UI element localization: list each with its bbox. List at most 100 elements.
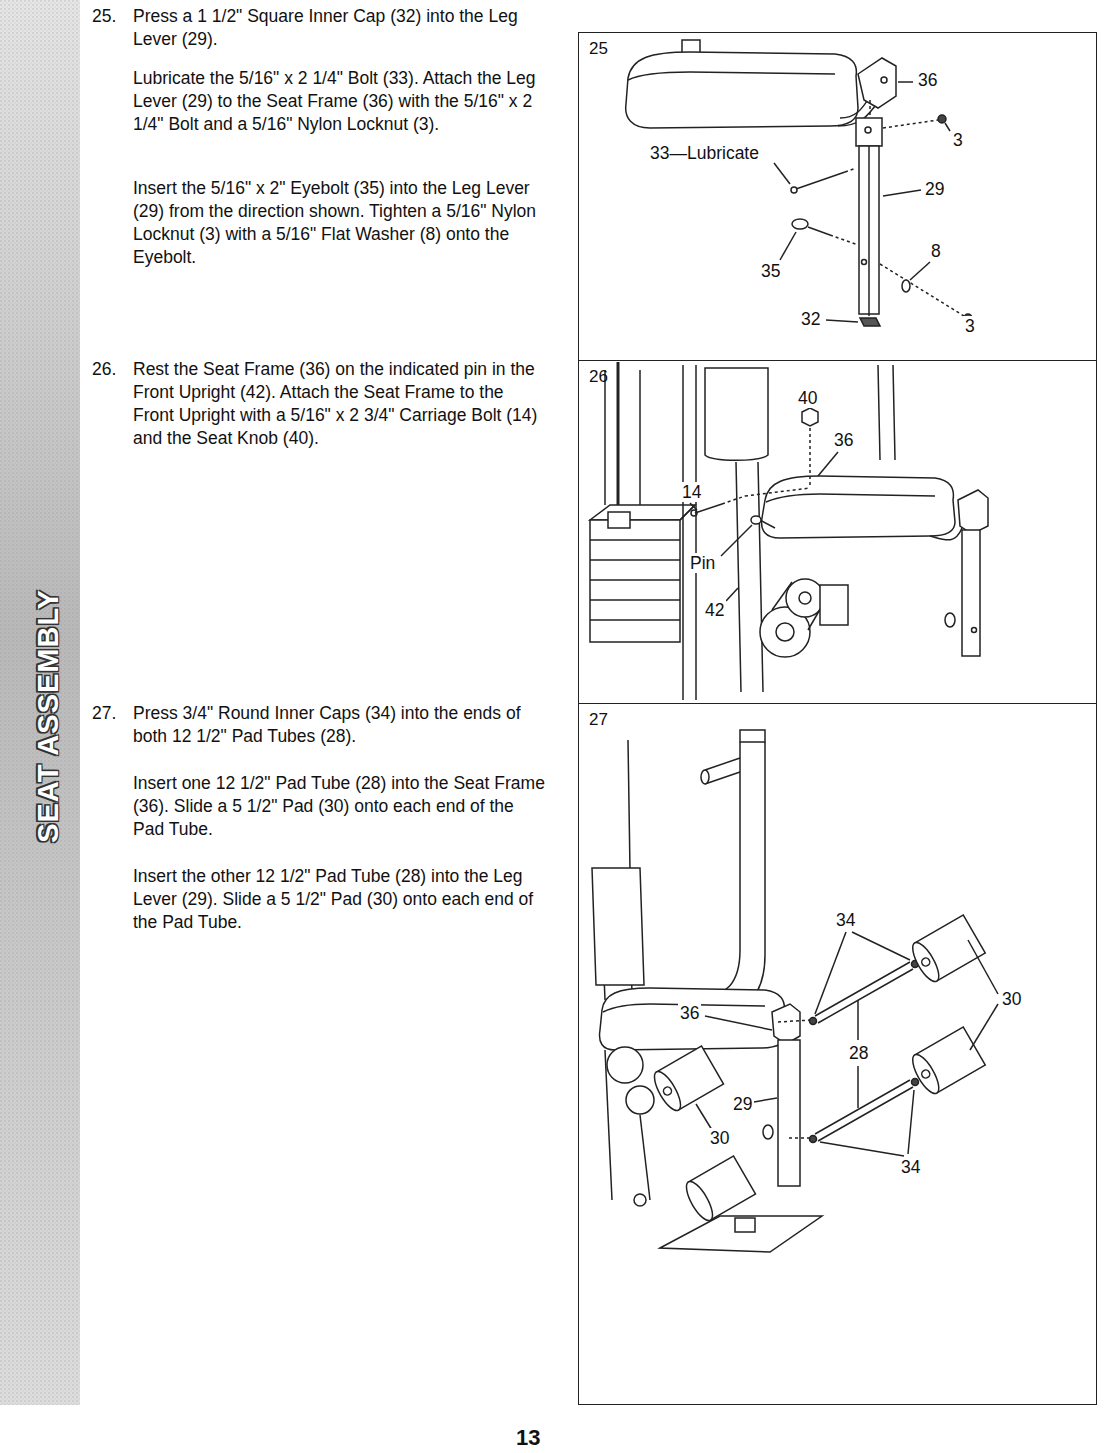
line-art bbox=[958, 490, 988, 534]
line-art bbox=[607, 1047, 643, 1083]
line-art bbox=[791, 187, 797, 193]
line-art bbox=[820, 585, 848, 625]
line-art bbox=[766, 494, 935, 502]
step-number: 25. bbox=[92, 5, 132, 28]
line-art bbox=[608, 512, 630, 528]
line-art bbox=[809, 428, 811, 488]
line-art bbox=[705, 368, 768, 460]
callout-number: 34 bbox=[899, 1157, 922, 1177]
side-tab bbox=[0, 0, 80, 1405]
line-art bbox=[881, 77, 887, 83]
line-art bbox=[705, 1016, 772, 1030]
line-art bbox=[912, 1079, 919, 1086]
line-art bbox=[898, 81, 913, 83]
line-art bbox=[883, 190, 921, 196]
line-art bbox=[902, 280, 910, 292]
line-art bbox=[592, 868, 644, 985]
line-art bbox=[815, 962, 913, 1023]
line-art bbox=[590, 599, 680, 601]
callout-number: 34 bbox=[834, 910, 857, 930]
line-art bbox=[808, 227, 830, 235]
line-art bbox=[605, 1050, 612, 1200]
instruction-text: Rest the Seat Frame (36) on the indicate… bbox=[133, 358, 548, 450]
line-art bbox=[862, 260, 867, 265]
line-art bbox=[883, 120, 938, 128]
pad-tube-figure bbox=[592, 730, 998, 1252]
line-art bbox=[856, 118, 882, 146]
line-art bbox=[617, 362, 620, 520]
line-art bbox=[789, 1137, 812, 1139]
line-art bbox=[858, 58, 896, 108]
instruction-text: Insert the 5/16" x 2" Eyebolt (35) into … bbox=[133, 177, 548, 269]
line-art bbox=[735, 1218, 755, 1232]
callout-number: 14 bbox=[680, 482, 703, 502]
figure-panel: 27 bbox=[578, 703, 1097, 1405]
line-art bbox=[972, 628, 977, 633]
callout-number: 29 bbox=[731, 1094, 754, 1114]
line-art bbox=[796, 172, 845, 189]
line-art bbox=[852, 932, 910, 960]
step-number: 27. bbox=[92, 702, 132, 725]
instruction-text: Insert one 12 1/2" Pad Tube (28) into th… bbox=[133, 772, 548, 841]
line-art bbox=[762, 476, 955, 538]
line-art bbox=[810, 1018, 817, 1025]
line-art bbox=[726, 588, 738, 601]
instruction-text: Insert the other 12 1/2" Pad Tube (28) i… bbox=[133, 865, 548, 934]
line-art bbox=[845, 168, 856, 172]
line-art bbox=[695, 504, 722, 513]
line-art bbox=[908, 939, 944, 985]
line-art bbox=[705, 758, 740, 784]
page-number: 13 bbox=[516, 1425, 540, 1451]
step-number: 27 bbox=[579, 704, 608, 730]
line-art bbox=[640, 1115, 650, 1200]
line-art bbox=[722, 496, 745, 504]
step-number: 26. bbox=[92, 358, 132, 381]
line-art bbox=[696, 1104, 712, 1130]
line-art bbox=[662, 1086, 673, 1097]
line-art bbox=[712, 742, 765, 1020]
callout-number: 32 bbox=[799, 309, 822, 329]
callout-number: 33—Lubricate bbox=[648, 143, 761, 163]
line-art bbox=[920, 957, 931, 968]
line-art bbox=[660, 1216, 822, 1252]
line-art bbox=[590, 619, 680, 621]
seat-frame-figure bbox=[590, 362, 988, 700]
line-art bbox=[930, 528, 962, 540]
line-art bbox=[763, 1125, 773, 1139]
line-art bbox=[690, 503, 697, 510]
callout-number: 3 bbox=[951, 130, 965, 150]
line-art bbox=[908, 1027, 985, 1097]
callout-number: 36 bbox=[916, 70, 939, 90]
line-art bbox=[818, 452, 838, 476]
callout-number: 30 bbox=[708, 1128, 731, 1148]
line-art bbox=[860, 318, 880, 326]
line-art bbox=[799, 592, 811, 604]
callout-number: 36 bbox=[678, 1003, 701, 1023]
line-art bbox=[865, 127, 871, 133]
line-art bbox=[857, 1066, 859, 1108]
callout-number: 40 bbox=[796, 388, 819, 408]
figure-panel: 26 bbox=[578, 360, 1097, 704]
line-art bbox=[754, 1098, 777, 1102]
line-art bbox=[682, 1178, 718, 1224]
line-art bbox=[590, 579, 680, 581]
line-art bbox=[639, 370, 641, 505]
line-art bbox=[760, 520, 775, 528]
line-art bbox=[945, 123, 950, 131]
line-art bbox=[970, 1004, 998, 1050]
line-art bbox=[878, 365, 880, 460]
line-art bbox=[893, 365, 895, 460]
line-art bbox=[701, 770, 709, 784]
line-art bbox=[628, 72, 835, 80]
line-art bbox=[857, 1000, 859, 1040]
callout-number: 35 bbox=[759, 261, 782, 281]
callout-number: 8 bbox=[929, 241, 943, 261]
section-tab: SEAT ASSEMBLY bbox=[32, 589, 65, 843]
line-art bbox=[590, 505, 695, 520]
line-art bbox=[740, 730, 765, 742]
line-art bbox=[830, 235, 858, 245]
line-art bbox=[920, 1069, 931, 1080]
line-art bbox=[778, 1020, 812, 1022]
line-art bbox=[968, 940, 998, 994]
line-art bbox=[650, 1046, 724, 1114]
